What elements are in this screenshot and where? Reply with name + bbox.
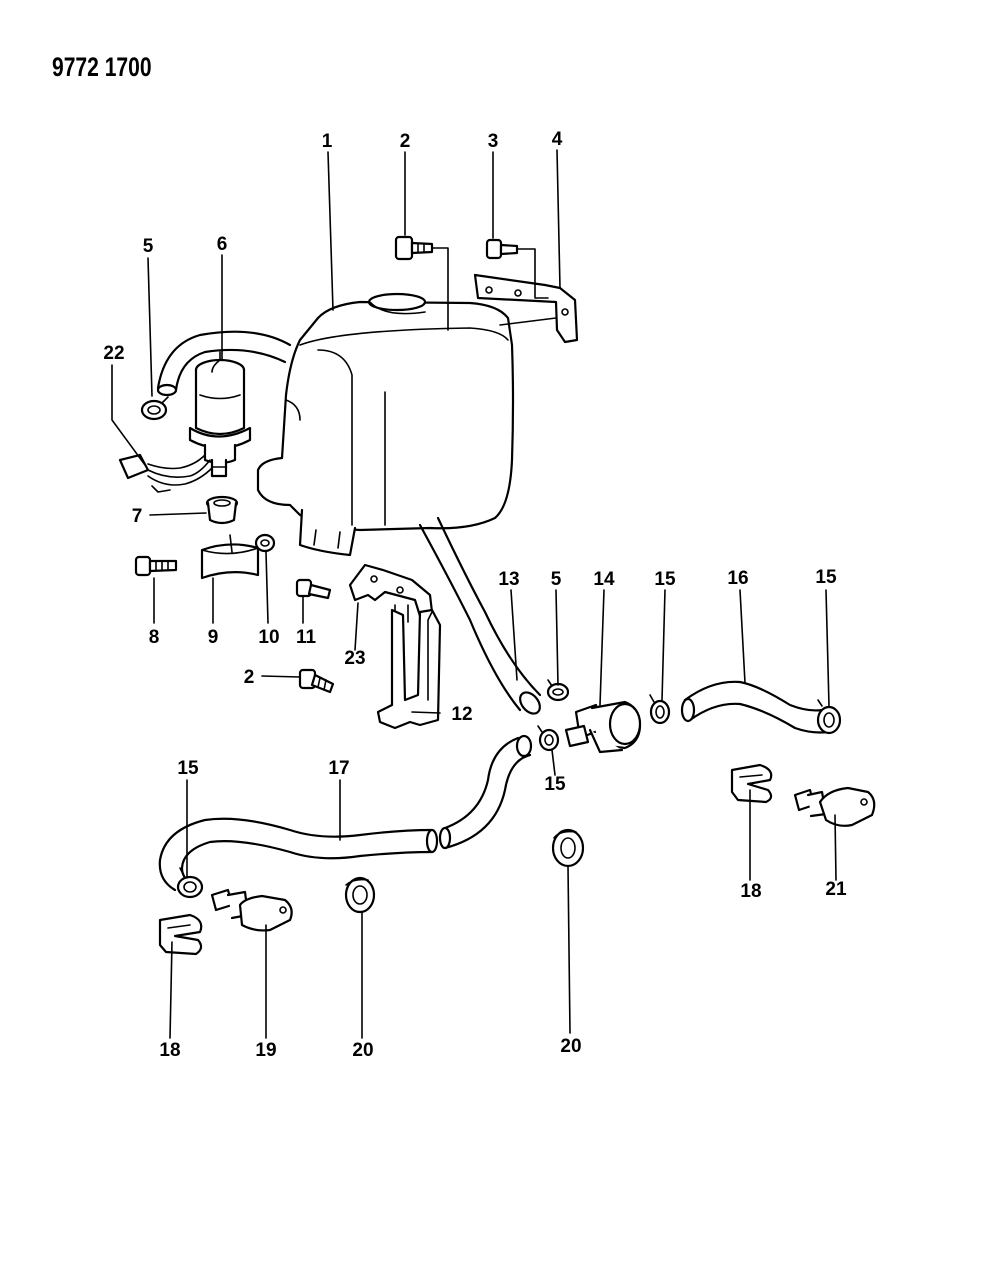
pump-grommet-7 xyxy=(205,495,239,525)
bolt-2-top xyxy=(394,235,449,331)
callout-20-left: 20 xyxy=(352,1040,373,1061)
hose-clamp-15-valve-left xyxy=(537,725,560,752)
callout-labels: 1 2 3 4 5 6 22 7 8 9 10 11 23 2 12 13 5 … xyxy=(103,129,847,1061)
callout-22: 22 xyxy=(103,343,124,364)
callout-5-mid: 5 xyxy=(551,569,562,590)
nut-10 xyxy=(254,533,276,553)
diagram-code: 9772 1700 xyxy=(52,52,152,82)
callout-9: 9 xyxy=(208,627,219,648)
washer-pump-motor xyxy=(188,351,252,478)
callout-4: 4 xyxy=(552,129,563,150)
hose-clamp-15-lower-left xyxy=(176,867,204,899)
bolt-2-lower xyxy=(298,668,335,694)
callout-21: 21 xyxy=(825,879,847,900)
hose-clamp-15-valve-right xyxy=(649,694,671,725)
callout-17: 17 xyxy=(328,758,349,779)
grommet-20-right xyxy=(551,828,585,868)
callout-18-right: 18 xyxy=(740,881,761,902)
callout-15-a: 15 xyxy=(654,569,676,590)
hose-17 xyxy=(158,734,533,892)
callout-15-b: 15 xyxy=(815,567,837,588)
pump-connector-22 xyxy=(118,453,213,493)
callout-12: 12 xyxy=(451,704,472,725)
callout-14: 14 xyxy=(593,569,615,590)
callout-2-lower: 2 xyxy=(244,667,255,688)
hose-clip-18-right xyxy=(730,763,773,804)
check-valve-14 xyxy=(564,700,642,754)
callout-8: 8 xyxy=(149,627,160,648)
callout-15-c: 15 xyxy=(544,774,566,795)
grommet-20-left xyxy=(344,876,376,914)
callout-10: 10 xyxy=(258,627,279,648)
callout-6: 6 xyxy=(217,234,228,255)
callout-23: 23 xyxy=(344,648,365,669)
washer-nozzle-19 xyxy=(210,888,293,932)
pump-strap-9 xyxy=(200,534,260,580)
bolt-8 xyxy=(134,555,178,577)
hose-clip-18-left xyxy=(158,913,203,956)
callout-13: 13 xyxy=(498,569,519,590)
reservoir-outlet-hose-13 xyxy=(418,516,542,715)
callout-2-top: 2 xyxy=(400,131,411,152)
hose-clamp-5-left xyxy=(140,396,169,421)
bolt-11 xyxy=(295,578,332,600)
callout-5-top: 5 xyxy=(143,236,154,257)
bracket-12 xyxy=(376,608,442,730)
bolt-3 xyxy=(485,238,549,299)
callout-20-right: 20 xyxy=(560,1036,581,1057)
callout-7: 7 xyxy=(132,506,143,527)
callout-18-left: 18 xyxy=(159,1040,180,1061)
leader-lines xyxy=(111,149,837,1039)
callout-16: 16 xyxy=(727,568,748,589)
callout-11: 11 xyxy=(296,627,317,648)
washer-nozzle-21 xyxy=(793,786,876,827)
callout-3: 3 xyxy=(488,131,499,152)
washer-reservoir-tank xyxy=(256,292,515,557)
hose-clamp-15-far-right xyxy=(816,699,842,735)
hose-16 xyxy=(680,680,830,734)
callout-1: 1 xyxy=(322,131,333,152)
callout-19: 19 xyxy=(255,1040,276,1061)
pump-hose-top xyxy=(156,330,292,397)
callout-15-d: 15 xyxy=(177,758,199,779)
reservoir-bracket xyxy=(473,273,579,344)
